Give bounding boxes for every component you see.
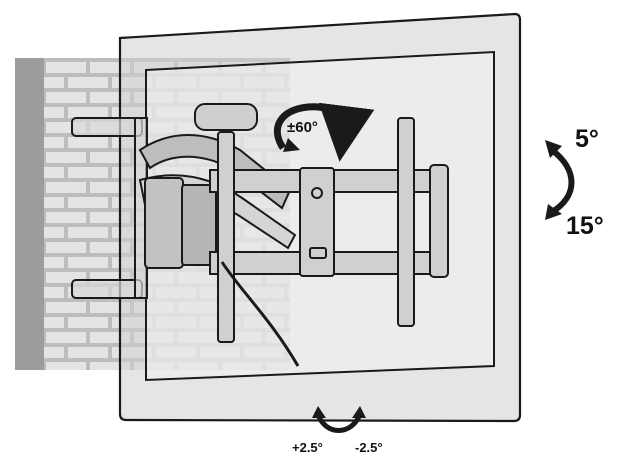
level-plus-label: +2.5° xyxy=(292,440,323,455)
tilt-down-label: 15° xyxy=(566,212,604,240)
swing-arms xyxy=(138,103,297,269)
tv-bracket xyxy=(209,117,449,343)
level-minus-label: -2.5° xyxy=(355,440,383,455)
swivel-arrow-icon xyxy=(273,102,375,162)
rotation-label: ±60° xyxy=(287,119,318,136)
level-arrow-icon xyxy=(312,406,366,433)
tilt-up-label: 5° xyxy=(575,125,599,153)
wall-plate xyxy=(71,117,148,299)
power-cable xyxy=(220,261,300,367)
tilt-arrow-icon xyxy=(545,140,575,220)
